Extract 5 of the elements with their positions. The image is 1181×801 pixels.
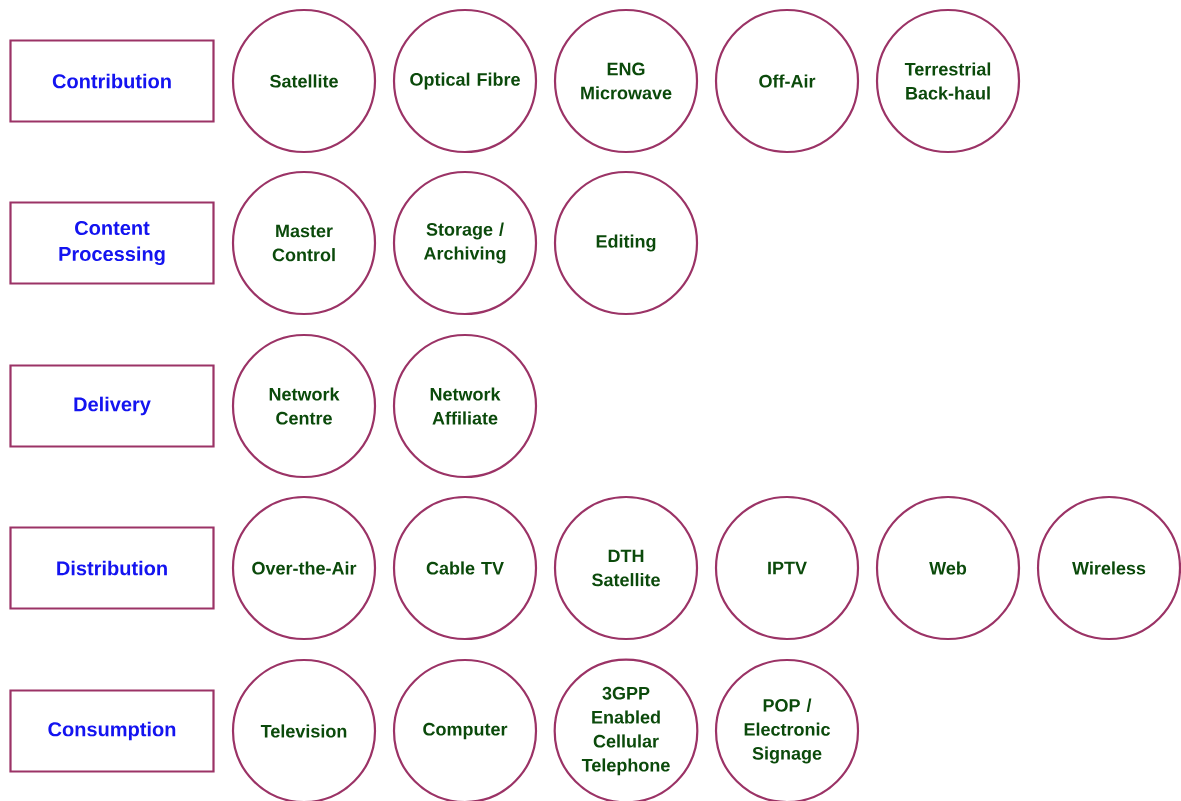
category-box: Delivery — [9, 364, 215, 448]
category-box: Distribution — [9, 526, 215, 610]
category-box: Content Processing — [9, 201, 215, 285]
category-box: Consumption — [9, 689, 215, 773]
category-box: Contribution — [9, 39, 215, 123]
